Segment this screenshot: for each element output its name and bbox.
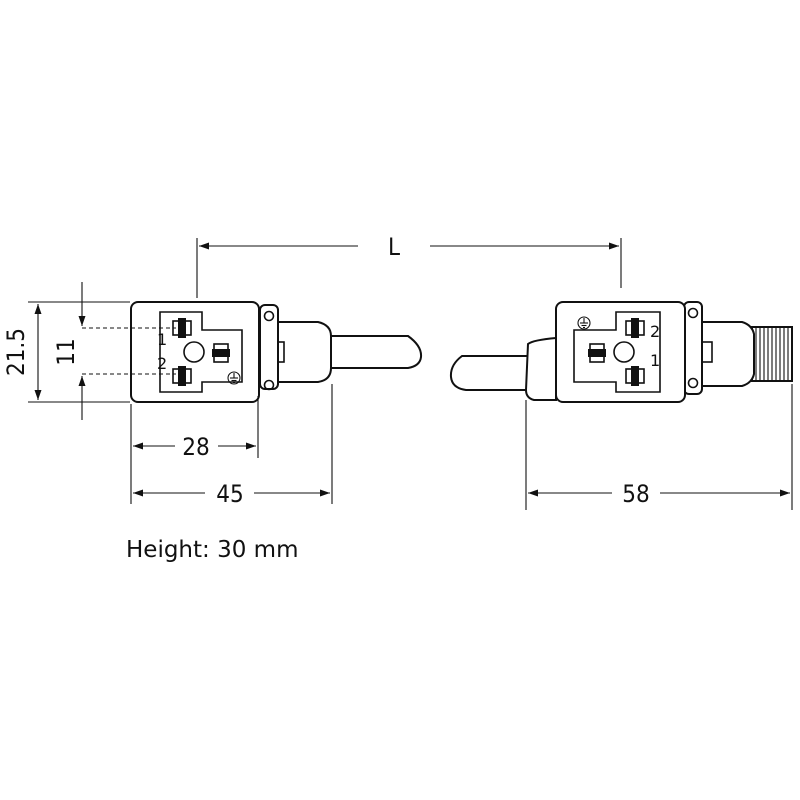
right-pin-2-label: 2 — [650, 322, 660, 341]
height-outer-label: 21.5 — [2, 328, 30, 376]
right-connector-housing — [555, 301, 686, 403]
right-width-dimension: 58 — [525, 384, 793, 510]
left-pin-1-label: 1 — [157, 330, 167, 349]
m12-thread — [751, 326, 793, 382]
length-dimension: L — [196, 233, 622, 298]
width-body-label: 28 — [182, 433, 209, 461]
left-ground-icon — [227, 371, 241, 385]
right-pin-2-contact — [625, 318, 645, 338]
left-connector-housing — [130, 301, 260, 403]
height-dimensions: 21.5 11 — [2, 282, 130, 420]
left-pin-2-contact — [172, 366, 192, 386]
right-ground-icon — [577, 316, 591, 330]
right-earth-contact — [588, 343, 606, 363]
height-pins-label: 11 — [52, 338, 80, 365]
left-earth-contact — [212, 343, 230, 363]
right-pin-1-label: 1 — [650, 351, 660, 370]
right-pin-1-contact — [625, 366, 645, 386]
width-right-total-label: 58 — [622, 480, 649, 508]
left-pin-2-label: 2 — [157, 354, 167, 373]
left-valve-connector: 1 2 — [82, 301, 423, 403]
height-caption: Height: 30 mm — [126, 537, 298, 563]
length-label: L — [388, 233, 400, 261]
width-left-total-label: 45 — [216, 480, 243, 508]
right-m12-connector: 2 1 — [449, 301, 793, 403]
left-width-dimensions: 28 45 — [130, 384, 333, 508]
